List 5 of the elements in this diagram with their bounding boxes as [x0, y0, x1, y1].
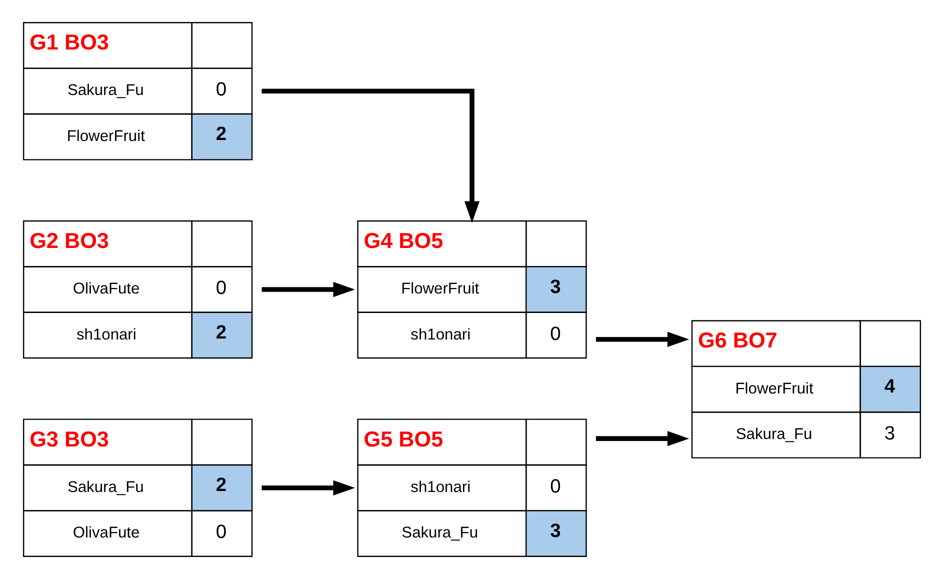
arrow — [261, 88, 480, 223]
arrow — [595, 332, 689, 347]
arrow — [261, 480, 354, 496]
arrow — [261, 282, 354, 298]
arrow — [595, 430, 689, 446]
